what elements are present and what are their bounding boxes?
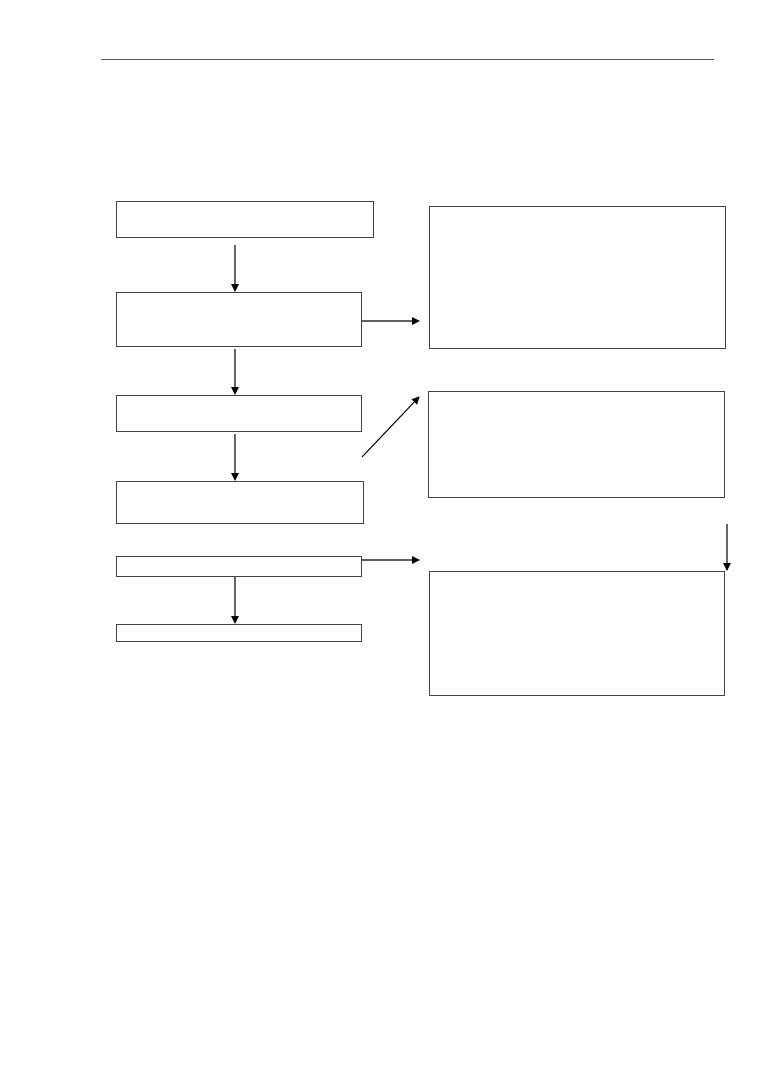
flow-box-right-bottom [429,571,725,696]
flow-box-right-top [429,206,726,349]
flow-box-step-2 [116,292,362,347]
flow-box-step-1 [116,201,374,238]
flow-box-step-4 [116,481,364,524]
arrow-step3-to-right-middle [361,396,420,458]
flow-box-step-3 [116,395,362,432]
flow-box-step-5 [116,556,362,577]
header-rule [101,59,714,60]
flow-box-step-6 [116,624,362,642]
flow-box-right-middle [428,391,725,498]
